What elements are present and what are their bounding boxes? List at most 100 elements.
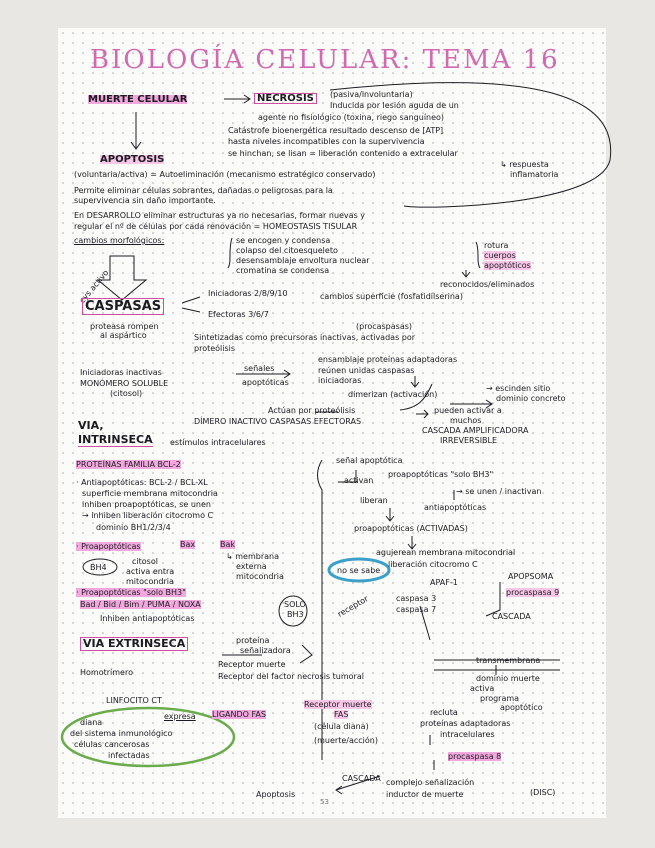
page-number: 53 <box>320 798 329 806</box>
procaspasa8-text: procaspasa 8 <box>448 752 502 761</box>
reunen-text: reúnen unidas caspasas <box>318 366 415 375</box>
anti-heading: · Antiapoptóticas: BCL-2 / BCL-XL <box>76 478 208 487</box>
proap-activadas: proapoptóticas (ACTIVADAS) <box>354 524 468 533</box>
sistema-text: del sistema inmunológico <box>70 729 173 738</box>
pueden-text: pueden activar a <box>434 406 502 415</box>
cambios-label: cambios morfológicos: <box>74 236 165 245</box>
apoptoticas-text: apoptóticas <box>242 378 289 387</box>
intracelulares-text: intracelulares <box>440 730 495 739</box>
ligando-fas: LIGANDO FAS <box>212 710 266 719</box>
apopsoma-text: APOPSOMA <box>508 572 554 581</box>
reconocidos-text: reconocidos/eliminados <box>440 280 535 289</box>
sintetizadas-text: Sintetizadas como precursoras inactivas,… <box>194 333 416 342</box>
homotrimero-text: Homotrímero <box>80 668 133 677</box>
liberacion-text: liberación citocromo C <box>388 560 478 569</box>
complejo-text: complejo señalización <box>386 778 475 787</box>
procaspasa9-text: procaspasa 9 <box>506 588 560 597</box>
senales-text: señales <box>244 364 275 373</box>
proteasa-text: proteasa rompen <box>90 322 159 331</box>
liberan-text: liberan <box>360 496 388 505</box>
ini-inactivas: Iniciadoras inactivas <box>80 368 162 377</box>
citosol-text2: citosol <box>132 557 158 566</box>
cascada-ext: CASCADA <box>342 774 381 783</box>
celulas-text: células cancerosas <box>74 740 150 749</box>
seunen-text: → se unen / inactivan <box>456 487 542 496</box>
fas-text: FAS <box>334 710 349 719</box>
membrana-text: ↳ membrana <box>226 552 279 561</box>
paragraph-line2: supervivencia sin daño importante. <box>74 196 216 205</box>
activa-text: activa <box>470 684 495 693</box>
anti-line2: inhiben proapoptóticas, se unen <box>82 500 211 509</box>
cascada-text: CASCADA <box>492 612 531 621</box>
mitocondria-text2: mitocondria <box>236 572 284 581</box>
caspasas-label: CASPASAS <box>82 298 165 315</box>
caspasa3-text: caspasa 3 <box>396 594 437 603</box>
activan-text: activan <box>344 476 374 485</box>
efectoras-list: Efectoras 3/6/7 <box>208 310 269 319</box>
infectadas-text: infectadas <box>108 751 150 760</box>
solo-text: SOLO <box>284 600 306 609</box>
actuan-text: Actúan por proteólisis <box>268 406 356 415</box>
paragraph-line3: En DESARROLLO eliminar estructuras ya no… <box>74 211 366 220</box>
citosol-text: (citosol) <box>110 389 143 398</box>
inhiben-text: Inhiben antiapoptóticas <box>100 614 195 623</box>
morph-item1: se encogen y condensa <box>236 236 331 245</box>
diana-text: diana <box>80 718 103 727</box>
necrosis-line3: Catástrofe bioenergética resultado desce… <box>228 126 444 135</box>
inductor-text: inductor de muerte <box>386 790 464 799</box>
aspartico-text: al aspártico <box>100 331 147 340</box>
muerte-accion: (muerte/acción) <box>314 736 378 745</box>
via-intrinseca-label: INTRINSECA <box>78 433 153 447</box>
externa-text: externa <box>236 562 267 571</box>
necrosis-line5: se hinchan, se lisan = liberación conten… <box>228 149 458 158</box>
bak-text: Bak <box>220 540 236 549</box>
anti-line4: dominio BH1/2/3/4 <box>96 523 171 532</box>
apoptotico-text: apoptótico <box>500 703 543 712</box>
iniciadoras-word: iniciadoras <box>318 376 362 385</box>
respuesta-text: ↳ respuesta <box>500 160 549 169</box>
morph-right3: apoptóticos <box>484 261 531 270</box>
linfocito-text: LINFOCITO CT <box>106 696 162 705</box>
morph-right2: cuerpos <box>484 251 516 260</box>
agujerean-text: agujerean membrana mitocondrial <box>376 548 516 557</box>
celula-diana: (célula diana) <box>314 722 369 731</box>
bcl2-heading: PROTEÍNAS FAMILIA BCL-2 <box>76 460 181 469</box>
morph-item4: cromatina se condensa <box>236 266 330 275</box>
proteolisis-text: proteólisis <box>194 344 236 353</box>
proteina-text: proteína <box>236 636 270 645</box>
page-title: BIOLOGÍA CELULAR: TEMA 16 <box>90 45 560 75</box>
bax-text: Bax <box>180 540 196 549</box>
apoptosis-final: Apoptosis <box>256 790 296 799</box>
via-extrinseca-label: VIA EXTRINSECA <box>80 637 189 651</box>
necrosis-type: (pasiva/involuntaria) <box>330 90 413 99</box>
activa-entra: activa entra <box>126 567 175 576</box>
bh4-text: BH4 <box>90 563 107 572</box>
transmembrana-text: transmembrana <box>476 656 541 665</box>
receptor-fas: Receptor muerte <box>304 700 372 709</box>
proap-solo: proapoptóticas "solo BH3" <box>388 470 494 479</box>
receptor-tnf: Receptor del factor necrosis tumoral <box>218 672 364 681</box>
necrosis-line4: hasta niveles incompatibles con la super… <box>228 137 425 146</box>
receptor-muerte: Receptor muerte <box>218 660 286 669</box>
estimulos-text: estímulos intracelulares <box>170 438 266 447</box>
bh3-text: BH3 <box>287 610 304 619</box>
programa-text: programa <box>480 694 520 703</box>
anti-line1: superficie membrana mitocondria <box>82 489 218 498</box>
inflamatoria-text: inflamatoria <box>510 170 559 179</box>
muerte-celular-label: MUERTE CELULAR <box>88 94 188 105</box>
apaf-text: APAF-1 <box>430 578 458 587</box>
dominio-muerte: dominio muerte <box>476 674 540 683</box>
superficie-text: cambios superficie (fosfatidilserina) <box>320 292 463 301</box>
paragraph-line4: regular el nº de células por cada renova… <box>74 222 358 231</box>
ensamblaje-text: ensamblaje proteínas adaptadoras <box>318 355 458 364</box>
recluta-text: recluta <box>430 708 458 717</box>
bad-list: Bad / Bid / Bim / PUMA / NOXA <box>80 600 201 609</box>
dimero-text: DÍMERO INACTIVO CASPASAS EFECTORAS <box>194 417 362 426</box>
pro-heading: · Proapoptóticas <box>76 542 141 551</box>
no-se-sabe: no se sabe <box>337 566 381 575</box>
apoptosis-label: APOPTOSIS <box>100 154 165 165</box>
procaspasas-text: (procaspasas) <box>356 322 413 331</box>
muchos-text: muchos <box>450 416 482 425</box>
morph-item3: desensamblaje envoltura nuclear <box>236 256 370 265</box>
apoptosis-definition: (voluntaria/activa) = Autoeliminación (m… <box>74 170 376 179</box>
